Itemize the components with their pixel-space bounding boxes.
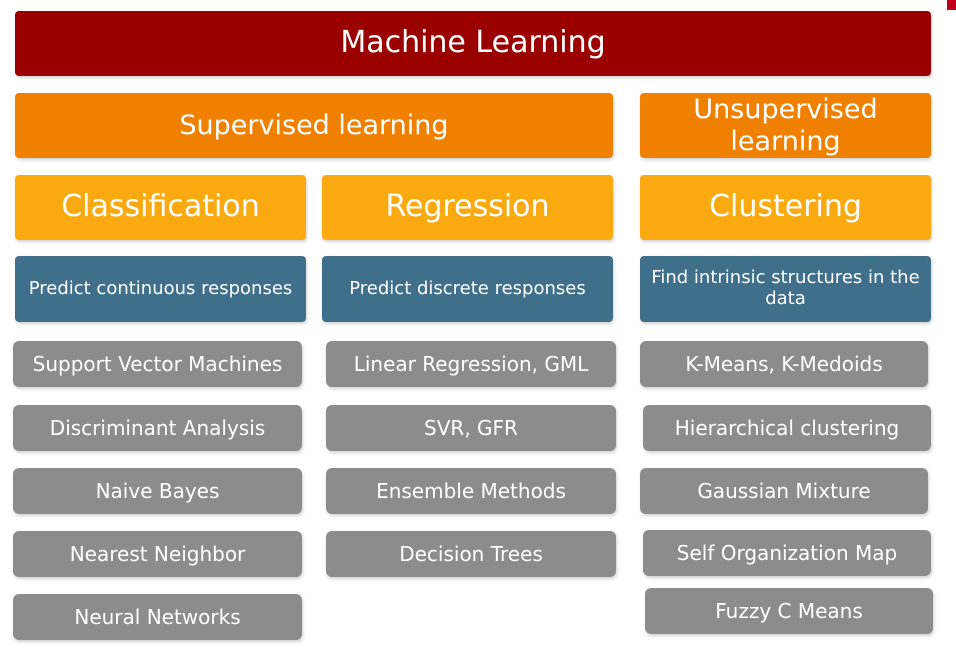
method-classification-2: Discriminant Analysis (13, 405, 302, 451)
description-classification: Predict continuous responses (15, 256, 306, 322)
method-clustering-2: Hierarchical clustering (643, 405, 931, 451)
category-supervised: Supervised learning (15, 93, 613, 158)
method-classification-5: Neural Networks (13, 594, 302, 640)
description-clustering: Find intrinsic structures in the data (640, 256, 931, 322)
category-unsupervised: Unsupervised learning (640, 93, 931, 158)
task-clustering: Clustering (640, 175, 931, 240)
description-regression: Predict discrete responses (322, 256, 613, 322)
diagram-title: Machine Learning (15, 11, 931, 76)
corner-accent-mark (947, 0, 956, 10)
method-classification-3: Naive Bayes (13, 468, 302, 514)
method-classification-4: Nearest Neighbor (13, 531, 302, 577)
task-classification: Classification (15, 175, 306, 240)
method-classification-1: Support Vector Machines (13, 341, 302, 387)
task-regression: Regression (322, 175, 613, 240)
method-clustering-1: K-Means, K-Medoids (640, 341, 928, 387)
method-regression-1: Linear Regression, GML (326, 341, 616, 387)
method-clustering-4: Self Organization Map (643, 530, 931, 576)
method-regression-4: Decision Trees (326, 531, 616, 577)
method-clustering-3: Gaussian Mixture (640, 468, 928, 514)
method-regression-3: Ensemble Methods (326, 468, 616, 514)
method-clustering-5: Fuzzy C Means (645, 588, 933, 634)
method-regression-2: SVR, GFR (326, 405, 616, 451)
